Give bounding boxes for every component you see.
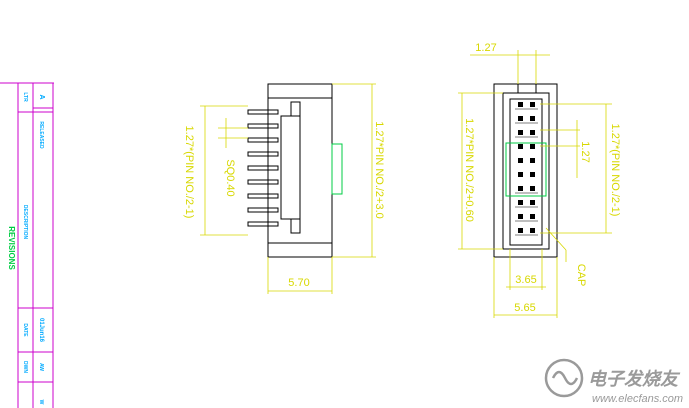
front-cap-label: CAP (575, 264, 587, 287)
front-right-pitch-label: 1.27*(PIN NO./2-1) (609, 124, 621, 217)
revisions-row-date: 01Jun16 (38, 318, 44, 343)
side-pin-pitch-label: SQ0.40 (224, 159, 236, 196)
side-latch-bottom (290, 218, 301, 234)
revisions-col-date: DATE (22, 323, 28, 337)
revisions-col-ltr: LTR (22, 92, 28, 102)
revisions-row-extra: W (38, 400, 44, 405)
front-view (493, 83, 558, 258)
side-slot (280, 115, 301, 220)
side-latch-top (290, 101, 301, 117)
watermark: 电子发烧友 www.elecfans.com (544, 358, 683, 405)
side-height-label: 1.27*PIN NO./2+3.0 (373, 121, 385, 219)
front-top-notch (517, 83, 537, 94)
revisions-title: REVISIONS (7, 226, 16, 270)
revisions-col-description: DESCRIPTION (22, 205, 28, 240)
watermark-url: www.elecfans.com (592, 393, 683, 405)
front-cavity (509, 98, 543, 246)
side-dimensions (200, 83, 376, 294)
front-inner-width-label: 3.65 (515, 274, 536, 286)
revisions-row-ltr: A (38, 94, 45, 99)
front-key-highlight (505, 142, 547, 197)
front-body-height-label: 1.27*PIN NO./2+0.60 (463, 118, 475, 222)
front-outer-width-label: 5.65 (514, 302, 535, 314)
revision-block: REVISIONS LTR DESCRIPTION DATE DWN A REL… (0, 82, 54, 408)
side-key-highlight (331, 143, 343, 195)
revisions-row-dwn: AW (38, 363, 44, 371)
side-width-label: 5.70 (288, 277, 309, 289)
front-row-pitch-label: 1.27 (579, 141, 591, 162)
side-pins (247, 109, 279, 227)
side-pitch-label: 1.27*(PIN NO./2-1) (183, 126, 195, 219)
watermark-logo-icon (544, 358, 584, 398)
front-dimensions (458, 50, 612, 318)
front-pin-grid (518, 102, 535, 233)
watermark-brand: 电子发烧友 (588, 369, 681, 389)
revisions-col-dwn: DWN (22, 361, 28, 373)
side-view (247, 83, 343, 258)
revisions-row-description: RELEASED (38, 121, 44, 149)
front-top-pitch-label: 1.27 (475, 42, 496, 54)
